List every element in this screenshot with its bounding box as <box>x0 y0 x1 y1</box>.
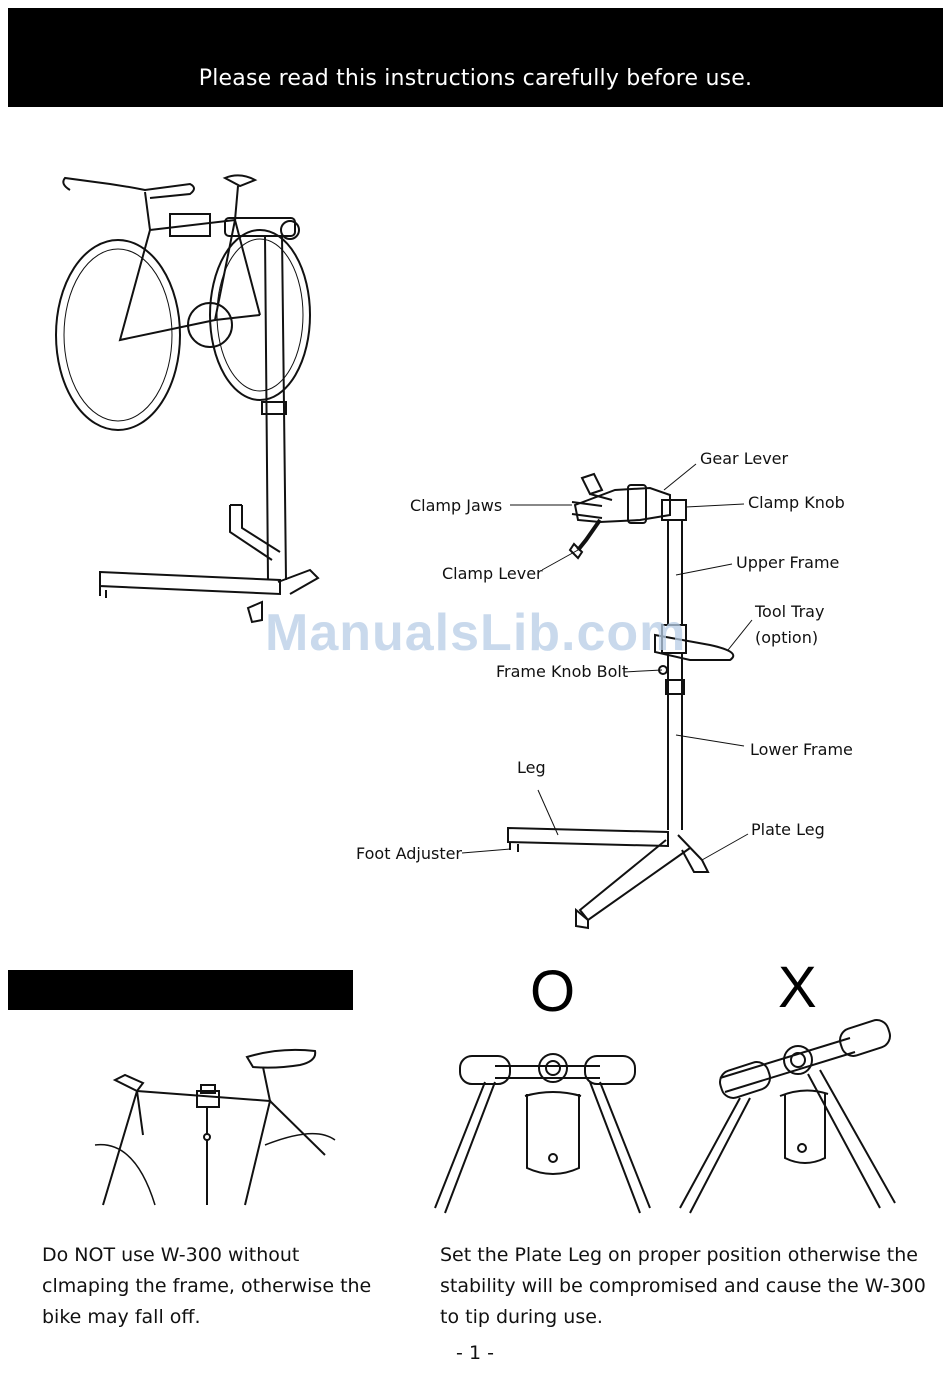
header-text: Please read this instructions carefully … <box>198 66 753 91</box>
caption-line: bike may fall off. <box>42 1306 201 1328</box>
caption-clamp-warning: Do NOT use W-300 without clmaping the fr… <box>42 1240 371 1333</box>
label-clamp-lever: Clamp Lever <box>442 564 543 583</box>
bike-frame-clamp-illustration <box>95 1045 335 1210</box>
caption-line: clmaping the frame, otherwise the <box>42 1275 372 1297</box>
label-lower-frame: Lower Frame <box>750 740 853 759</box>
page-number: - 1 - <box>456 1342 494 1364</box>
label-plate-leg: Plate Leg <box>751 820 825 839</box>
caption-line: stability will be compromised and cause … <box>440 1275 926 1297</box>
caption-plate-leg-warning: Set the Plate Leg on proper position oth… <box>440 1240 926 1333</box>
watermark: ManualsLib.com <box>265 604 687 662</box>
stand-parts-diagram <box>350 440 860 940</box>
label-foot-adjuster: Foot Adjuster <box>356 844 463 863</box>
caption-line: Do NOT use W-300 without <box>42 1244 300 1266</box>
label-gear-lever: Gear Lever <box>700 449 789 468</box>
label-clamp-knob: Clamp Knob <box>748 493 845 512</box>
caption-line: Set the Plate Leg on proper position oth… <box>440 1244 918 1266</box>
bike-on-stand-illustration <box>50 170 330 630</box>
label-upper-frame: Upper Frame <box>736 553 840 572</box>
plate-leg-correct-illustration <box>435 1048 660 1218</box>
plate-leg-wrong-illustration <box>680 1018 900 1213</box>
section-bar <box>8 970 353 1010</box>
correct-mark: O <box>530 959 576 1024</box>
header-bar: Please read this instructions carefully … <box>8 8 943 107</box>
wrong-mark: X <box>778 955 817 1020</box>
label-frame-knob-bolt: Frame Knob Bolt <box>496 662 629 681</box>
label-clamp-jaws: Clamp Jaws <box>410 496 503 515</box>
label-leg: Leg <box>517 758 546 777</box>
caption-line: to tip during use. <box>440 1306 603 1328</box>
label-tool-tray-option: (option) <box>755 628 819 647</box>
label-tool-tray: Tool Tray <box>755 602 825 621</box>
